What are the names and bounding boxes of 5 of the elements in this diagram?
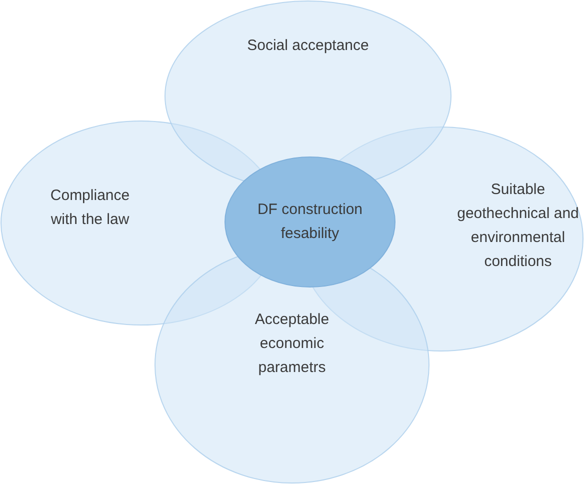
circle-label: Social acceptance <box>246 36 370 56</box>
circle-label: Acceptable economic parametrs <box>254 310 330 378</box>
circle-label: Compliance with the law <box>49 186 131 230</box>
circle-label: DF construction fesability <box>256 200 364 244</box>
circle-label: Suitable geothechnical and environmental conditions <box>456 180 580 272</box>
